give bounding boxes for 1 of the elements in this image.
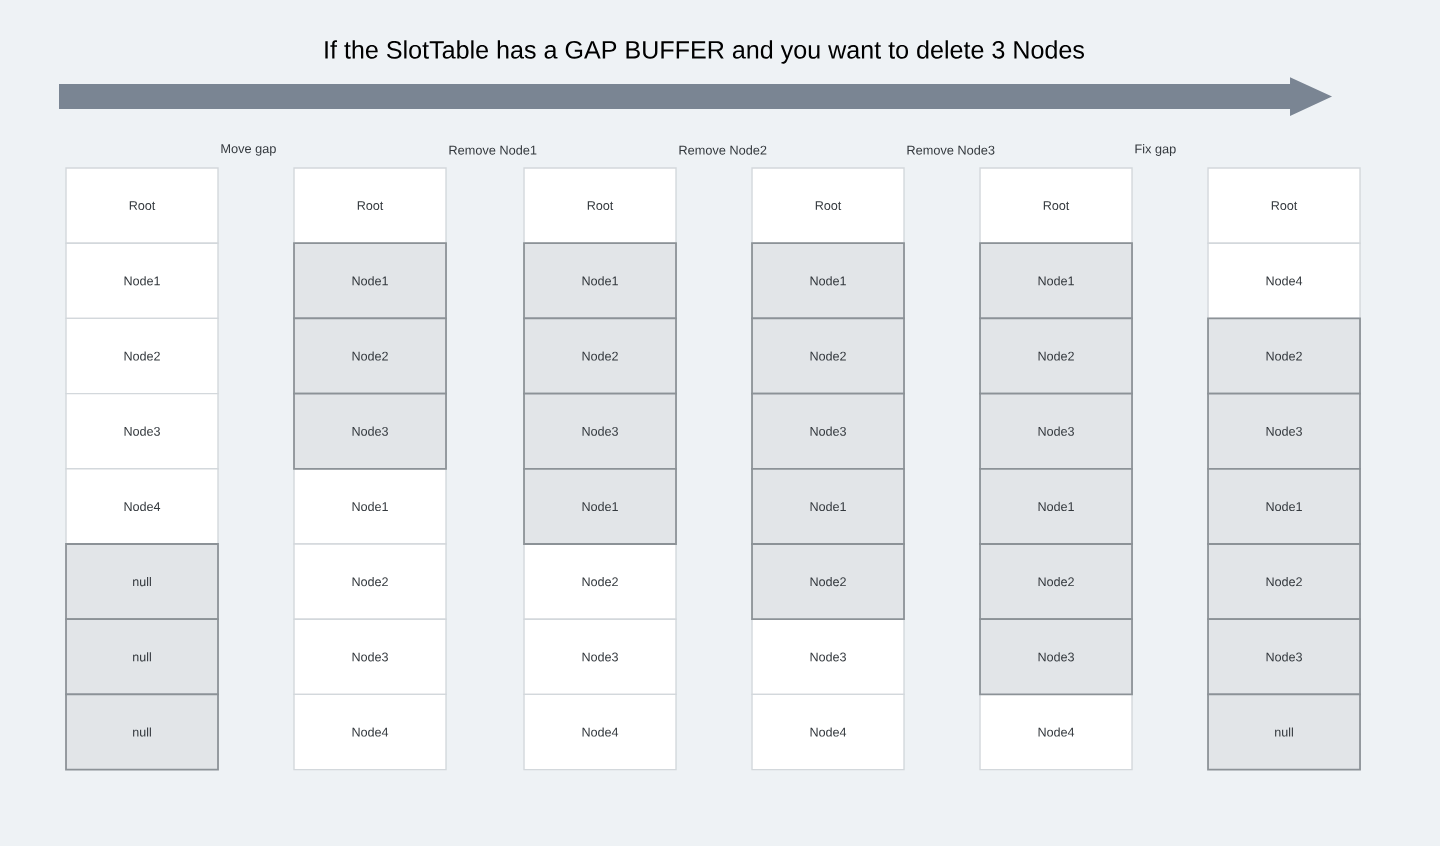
title: If the SlotTable has a GAP BUFFER and you want to delete 3 Nodes [325, 40, 1084, 64]
